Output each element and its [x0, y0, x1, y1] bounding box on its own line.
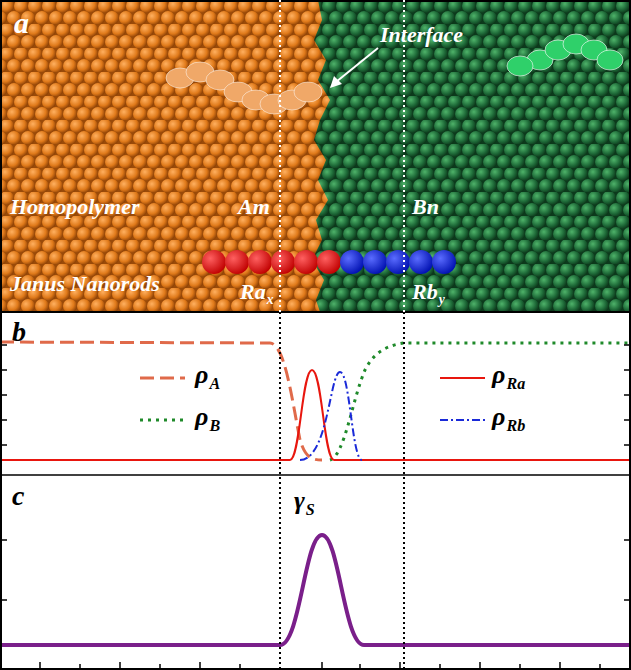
axis-label: γ: [294, 486, 305, 515]
component-label: Janus Nanorods: [10, 271, 160, 296]
subscript: x: [267, 292, 274, 307]
component-label: Bn: [412, 194, 439, 219]
callout-label: Interface: [380, 24, 463, 46]
component-label: Rax: [240, 281, 274, 303]
panel-letter: a: [14, 6, 29, 39]
legend-label: ρRb: [492, 404, 525, 430]
component-label: Janus Nanorods: [10, 273, 160, 295]
component-label: Bn: [412, 196, 439, 218]
panel-letter: a: [14, 8, 29, 38]
subscript: y: [439, 292, 445, 307]
subscript: Ra: [506, 375, 525, 392]
component-label: Am: [238, 194, 270, 219]
legend-label: ρRa: [492, 362, 525, 388]
panel-letter: b: [12, 318, 26, 346]
legend-label: ρ: [195, 402, 208, 431]
component-label: Rby: [412, 281, 445, 303]
legend-label: ρ: [492, 402, 505, 431]
subscript: B: [209, 417, 220, 434]
component-label: Ra: [240, 279, 266, 304]
component-label: Am: [238, 196, 270, 218]
callout-label: Interface: [380, 22, 463, 47]
component-label: Rb: [412, 279, 438, 304]
panel-letter: c: [12, 482, 24, 510]
panel-letter: c: [12, 480, 24, 511]
subscript: S: [306, 501, 315, 518]
subscript: A: [209, 375, 220, 392]
legend-label: ρ: [195, 360, 208, 389]
legend-label: ρA: [195, 362, 220, 388]
legend-label: ρB: [195, 404, 220, 430]
panel-letter: b: [12, 316, 26, 347]
legend-label: ρ: [492, 360, 505, 389]
component-label: Homopolymer: [10, 196, 140, 218]
axis-label: γS: [294, 488, 315, 514]
component-label: Homopolymer: [10, 194, 140, 219]
subscript: Rb: [506, 417, 525, 434]
